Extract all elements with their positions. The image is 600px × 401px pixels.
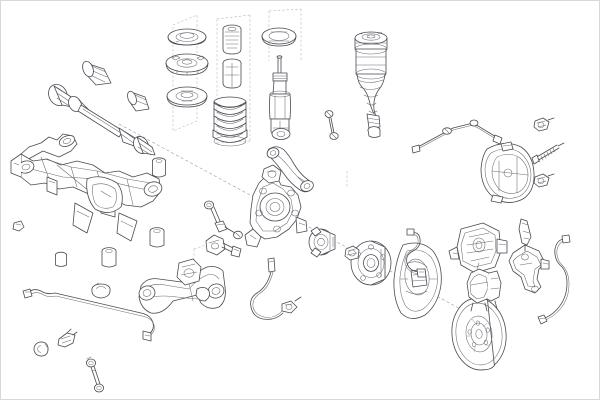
splash-shield: Brake disc splash shield / backing plate xyxy=(393,242,442,319)
trailing-arm-bracket: Trailing arm bracket xyxy=(205,234,242,258)
drop-link: Anti-roll bar drop link xyxy=(86,356,105,393)
caliper-carrier: Caliper carrier bracket xyxy=(508,244,550,294)
shoe-hold-down-b: Shoe hold-down clip xyxy=(533,173,555,188)
dust-sleeve: Protective dust sleeve xyxy=(222,58,242,89)
subframe-bushing-b: Subframe mounting bushing xyxy=(149,227,165,248)
strut-support-bearing: Strut support bearing xyxy=(165,53,209,76)
cv-joint-inner xyxy=(118,127,156,156)
brake-pads: Brake pad set xyxy=(466,262,502,312)
upper-control-arm: Upper control arm / camber link xyxy=(266,146,314,193)
subframe-bushing-c: Subframe mounting bushing xyxy=(101,247,117,268)
subframe-bushing-a: Subframe mounting bushing xyxy=(152,157,166,178)
wheel-carrier: Wheel carrier / knuckle xyxy=(244,164,308,248)
cv-boot-spare-lower xyxy=(127,90,150,112)
lower-spring-seat: Lower spring seat insulator xyxy=(166,86,208,108)
coil-spring: Coil spring xyxy=(212,96,248,147)
brake-caliper: Brake caliper xyxy=(448,222,508,274)
anti-roll-bar-clamp: Anti-roll bar clamp bracket xyxy=(57,328,78,348)
brake-cable: Parking brake cable / actuating rod xyxy=(411,119,503,154)
hub-nut: Hub retaining nut xyxy=(344,245,360,261)
anti-roll-bar-bush: Anti-roll bar rubber bush xyxy=(33,341,49,357)
abs-sensor-lead: ABS sensor lead xyxy=(404,228,427,278)
track-control-rod xyxy=(203,200,243,240)
subframe-mount-small: Small rubber mount xyxy=(12,220,25,232)
cv-boot-spare-upper xyxy=(82,60,112,86)
bush-left-mid: Rubber bush xyxy=(55,251,67,267)
rear-subframe: Rear axle subframe / crossmember xyxy=(10,133,163,242)
parking-brake-shoe: Parking brake shoe set xyxy=(480,141,535,204)
bump-stop xyxy=(222,24,242,55)
brake-disc: Ventilated brake disc / rotor xyxy=(451,297,507,371)
damper-link-rod xyxy=(324,110,339,140)
brake-hose: Flexible brake hose xyxy=(537,234,571,325)
wheel-bearing: Wheel bearing unit xyxy=(308,226,336,258)
pad-wear-sensor: Brake pad wear sensor xyxy=(518,218,532,252)
subframe-bushing-d: Subframe mounting bushing xyxy=(91,282,111,299)
abs-sensor: ABS wheel speed sensor with cable xyxy=(250,257,302,320)
shock-absorber: Shock absorber / damper xyxy=(269,55,291,140)
anti-roll-bar: Anti-roll bar / stabiliser bar xyxy=(22,288,155,342)
cv-joint-outer xyxy=(48,84,91,117)
air-spring: Air spring bellows module xyxy=(354,31,388,138)
shock-top-mount-ring xyxy=(261,27,297,47)
drive-shaft-assembly xyxy=(48,84,156,156)
shoe-hold-down-a: Shoe hold-down clip xyxy=(533,117,555,132)
return-spring: Brake shoe return spring xyxy=(531,142,565,165)
lower-control-arm: Lower control arm / wishbone xyxy=(138,258,226,314)
wheel-hub: Wheel hub flange xyxy=(350,240,392,286)
upper-spring-seat: Rear Axle Suspension — Exploded Parts Di… xyxy=(167,28,207,46)
